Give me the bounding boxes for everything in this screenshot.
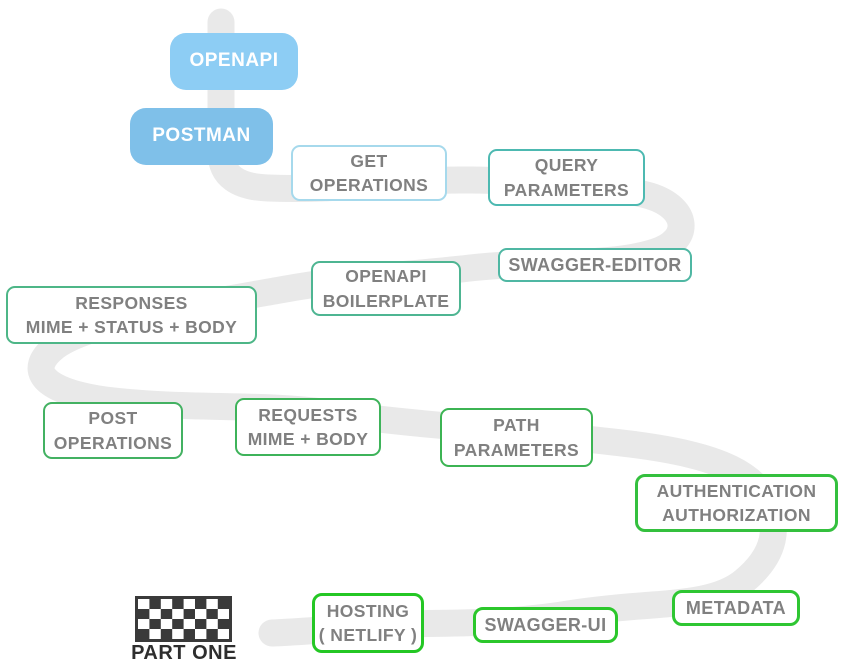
node-requests: REQUESTS MIME + BODY (235, 398, 381, 456)
node-label: RESPONSES (75, 292, 188, 313)
node-get-operations: GET OPERATIONS (291, 145, 447, 201)
node-metadata: METADATA (672, 590, 800, 626)
node-label: HOSTING (326, 600, 410, 621)
node-swagger-ui: SWAGGER-UI (473, 607, 618, 643)
node-openapi-boilerplate: OPENAPI BOILERPLATE (311, 261, 461, 316)
node-label: OPENAPI (345, 266, 427, 287)
node-authentication: AUTHENTICATION AUTHORIZATION (635, 474, 838, 532)
node-openapi: OPENAPI (170, 33, 298, 90)
node-label: MIME + BODY (247, 429, 369, 449)
node-postman: POSTMAN (130, 108, 273, 165)
node-label: ( NETLIFY ) (318, 625, 418, 645)
checkered-flag-icon (135, 596, 232, 642)
node-label: PATH (493, 415, 540, 436)
node-label: QUERY (534, 155, 599, 176)
node-hosting: HOSTING ( NETLIFY ) (312, 593, 424, 653)
node-label: POST (88, 408, 138, 429)
node-label: AUTHENTICATION (656, 480, 817, 501)
node-label: PARAMETERS (503, 179, 630, 200)
node-label: SWAGGER-UI (484, 614, 607, 635)
node-label: POSTMAN (152, 125, 251, 147)
node-label: AUTHORIZATION (662, 505, 811, 525)
node-label: REQUESTS (258, 404, 358, 425)
node-label: PARAMETERS (453, 439, 580, 460)
node-label: GET (350, 150, 388, 171)
node-label: OPERATIONS (309, 175, 429, 195)
node-label: SWAGGER-EDITOR (508, 254, 682, 275)
node-swagger-editor: SWAGGER-EDITOR (498, 248, 692, 282)
finish-caption: PART ONE (131, 642, 237, 664)
node-query-parameters: QUERY PARAMETERS (488, 149, 645, 206)
node-responses: RESPONSES MIME + STATUS + BODY (6, 286, 257, 344)
node-label: METADATA (685, 597, 787, 618)
node-label: MIME + STATUS + BODY (25, 317, 238, 337)
node-label: BOILERPLATE (322, 290, 450, 311)
node-label: OPERATIONS (53, 432, 173, 453)
node-label: OPENAPI (189, 50, 279, 72)
node-path-parameters: PATH PARAMETERS (440, 408, 593, 467)
node-post-operations: POST OPERATIONS (43, 402, 183, 459)
